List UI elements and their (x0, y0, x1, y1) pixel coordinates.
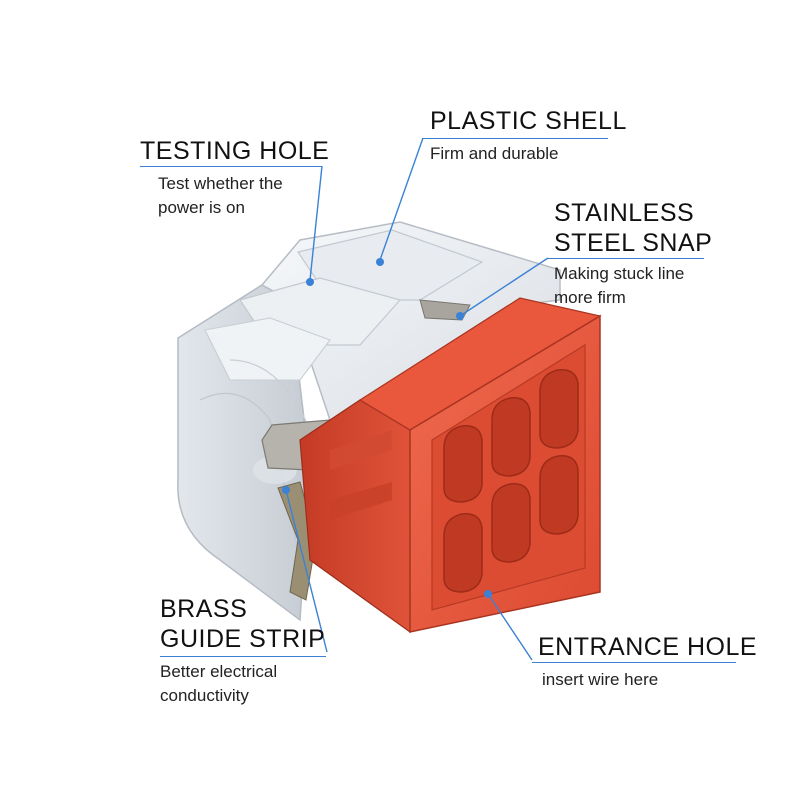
entrance-hole (491, 397, 531, 477)
callout-plastic-shell: PLASTIC SHELL Firm and durable (422, 106, 627, 166)
callout-desc: more firm (554, 288, 626, 307)
callout-desc: Firm and durable (430, 144, 559, 163)
leader-dot (282, 486, 290, 494)
entrance-hole (443, 425, 483, 503)
callout-desc: Making stuck line (554, 264, 685, 283)
entrance-hole (539, 455, 579, 535)
callout-title: STAINLESS (554, 199, 695, 227)
callout-entrance-hole: ENTRANCE HOLE insert wire here (532, 632, 758, 692)
callout-desc: Test whether the (158, 174, 283, 193)
callout-underline (140, 166, 322, 167)
callout-desc: power is on (158, 198, 245, 217)
callout-testing-hole: TESTING HOLE Test whether the power is o… (140, 136, 329, 220)
callout-title: GUIDE STRIP (160, 625, 326, 653)
callout-desc: conductivity (160, 686, 249, 705)
leader-dot (306, 278, 314, 286)
callout-brass-strip: BRASS GUIDE STRIP Better electrical cond… (160, 594, 326, 708)
entrance-hole (443, 513, 483, 593)
callout-title: BRASS (160, 595, 248, 623)
callout-desc: insert wire here (542, 670, 659, 689)
callout-desc: Better electrical (160, 662, 278, 681)
callout-title: PLASTIC SHELL (430, 107, 627, 135)
callout-title: TESTING HOLE (140, 137, 330, 165)
callout-title: ENTRANCE HOLE (538, 633, 758, 661)
leader-lines (285, 137, 549, 661)
leader-dot (376, 258, 384, 266)
callout-underline (160, 656, 326, 657)
entrance-hole (491, 483, 531, 563)
entrance-holes (443, 369, 579, 593)
callout-underline (422, 138, 608, 139)
leader-dot (484, 590, 492, 598)
entrance-hole (539, 369, 579, 449)
callout-underline (548, 258, 704, 259)
callout-steel-snap: STAINLESS STEEL SNAP Making stuck line m… (548, 198, 713, 310)
callout-title: STEEL SNAP (554, 229, 713, 257)
leader-dot (456, 312, 464, 320)
callout-underline (532, 662, 736, 663)
shell-ridge-3 (204, 317, 331, 381)
